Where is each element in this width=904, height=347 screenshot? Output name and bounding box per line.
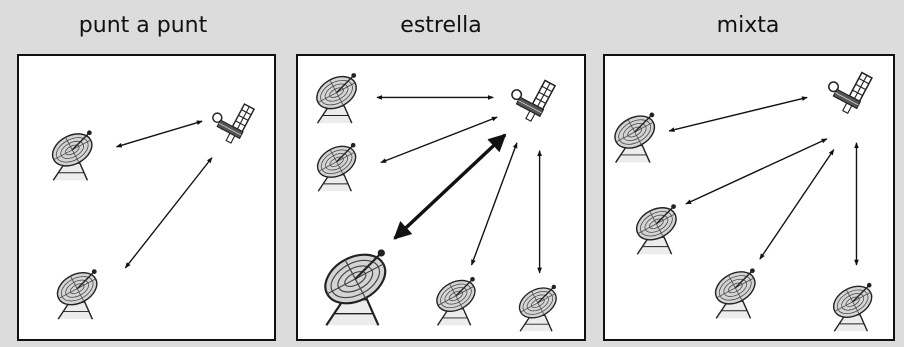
panel-estrella [296, 54, 586, 341]
double-arrow [668, 96, 808, 132]
mixta-diagram [608, 67, 878, 332]
satellite-dish-icon [46, 126, 99, 182]
panel-punt-a-punt [17, 54, 276, 341]
double-arrow [124, 157, 213, 269]
satellite-dish-icon [709, 264, 762, 320]
panel-title-mixta: mixta [716, 13, 780, 38]
estrella-diagram [310, 69, 562, 332]
satellite-icon [212, 99, 256, 145]
satellite-dish-icon [630, 200, 683, 255]
panel-mixta [603, 54, 895, 341]
satellite-icon [828, 67, 874, 116]
punt-a-punt-diagram [46, 99, 256, 320]
satellite-dish-icon [827, 279, 878, 332]
satellite-dish-icon [513, 281, 562, 332]
double-arrow [685, 138, 828, 205]
satellite-dish-icon [315, 243, 395, 327]
satellite-dish-icon [51, 265, 104, 320]
satellite-dish-icon [608, 108, 661, 164]
satellite-dish-icon [310, 69, 363, 124]
double-arrow [759, 149, 835, 260]
satellite-icon [511, 75, 557, 124]
satellite-dish-icon [430, 273, 481, 327]
satellite-dish-icon [311, 139, 362, 192]
double-arrow [380, 116, 498, 164]
double-arrow [470, 142, 518, 266]
panel-title-punt-a-punt: punt a punt [78, 13, 208, 38]
panel-title-estrella: estrella [400, 13, 482, 38]
double-arrow [115, 120, 203, 148]
